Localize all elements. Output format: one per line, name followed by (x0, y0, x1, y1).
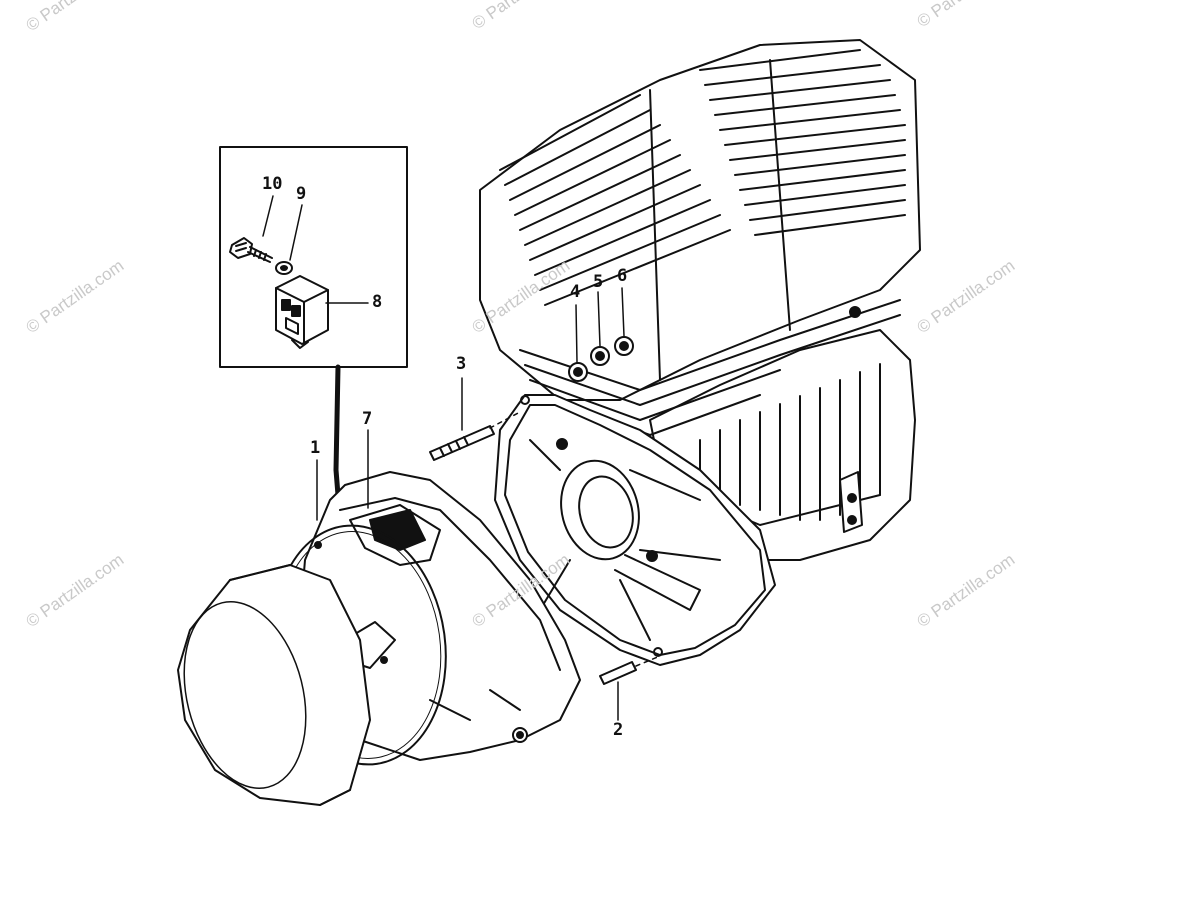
bolt-part-10 (229, 237, 273, 263)
callout-1: 1 (310, 438, 321, 458)
washer-part-9 (275, 261, 293, 275)
stud-part-3 (429, 411, 521, 461)
regulator-part-8 (275, 275, 329, 349)
callout-3: 3 (456, 354, 467, 374)
recoil-cover-dome (177, 564, 371, 806)
callout-2: 2 (613, 720, 624, 740)
callout-10: 10 (262, 174, 283, 194)
callout-7: 7 (362, 409, 373, 429)
callout-4: 4 (570, 282, 581, 302)
nut-part-5 (590, 346, 610, 366)
callout-5: 5 (593, 272, 604, 292)
nut-part-6 (614, 336, 634, 356)
leader-lines (262, 195, 625, 721)
dowel-pin-part-2 (599, 655, 661, 685)
crankcase-magneto-face (494, 394, 776, 666)
callout-9: 9 (296, 184, 307, 204)
callout-8: 8 (372, 292, 383, 312)
nut-part-4 (568, 362, 588, 382)
cylinder-heads (479, 39, 921, 436)
callout-6: 6 (617, 266, 628, 286)
